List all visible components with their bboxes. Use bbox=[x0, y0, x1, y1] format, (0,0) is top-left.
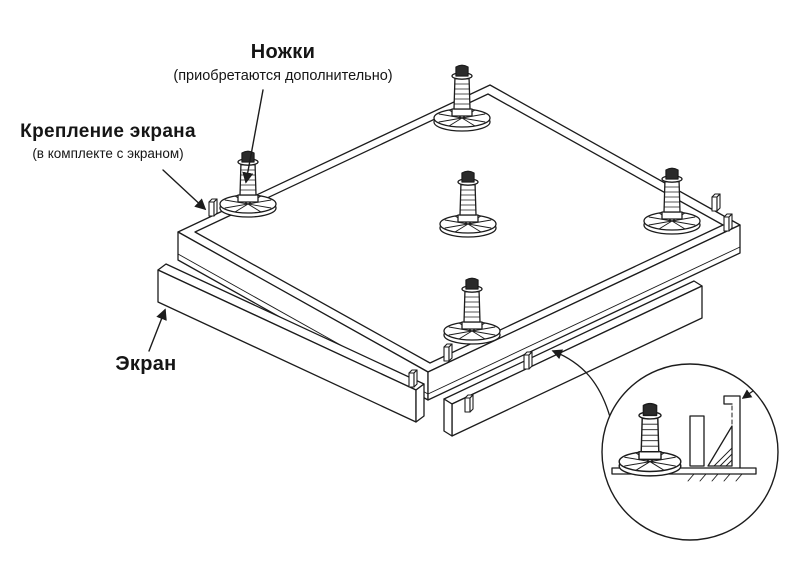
label-screen-mount: Крепление экрана (в комплекте с экраном) bbox=[2, 120, 214, 163]
label-screen-title: Экран bbox=[115, 353, 177, 375]
mount-arrow bbox=[162, 169, 207, 211]
screen-clip-1 bbox=[208, 198, 218, 217]
label-legs: Ножки (приобретаются дополнительно) bbox=[118, 40, 448, 85]
legs-arrow bbox=[242, 89, 264, 184]
detail-clip bbox=[689, 415, 705, 467]
screen-arrow bbox=[148, 308, 167, 352]
label-legs-title: Ножки bbox=[250, 41, 316, 63]
platform-front-right-lip bbox=[427, 246, 741, 395]
platform-top-inner-border bbox=[194, 93, 724, 364]
label-screen-mount-title: Крепление экрана bbox=[20, 121, 196, 142]
label-screen: Экран bbox=[100, 352, 192, 377]
detail-content bbox=[611, 389, 757, 482]
screen-panels bbox=[157, 263, 703, 437]
detail-base-plate bbox=[611, 467, 757, 475]
screen-clip-6 bbox=[523, 351, 533, 370]
screen-clip-4 bbox=[723, 213, 733, 232]
detail-screen-profile bbox=[723, 395, 741, 469]
platform-front-right-face bbox=[427, 224, 741, 401]
screen-panel-left bbox=[157, 263, 425, 423]
screen-panel-right bbox=[443, 280, 703, 437]
screen-clip-3 bbox=[711, 193, 721, 212]
detail-gusset bbox=[707, 425, 733, 467]
detail-base-hatch bbox=[687, 473, 743, 482]
detail-leader-line bbox=[551, 349, 611, 418]
label-screen-mount-subtitle: (в комплекте с экраном) bbox=[32, 145, 184, 161]
screen-clip-2 bbox=[443, 343, 453, 362]
label-legs-subtitle: (приобретаются дополнительно) bbox=[173, 68, 393, 84]
platform bbox=[177, 84, 741, 401]
label-arrows bbox=[148, 89, 264, 352]
screen-clip-5 bbox=[408, 369, 418, 388]
leg-1 bbox=[219, 150, 277, 218]
detail-view bbox=[551, 349, 779, 541]
screen-clip-7 bbox=[464, 394, 474, 413]
detail-insert-arrow bbox=[741, 389, 754, 399]
